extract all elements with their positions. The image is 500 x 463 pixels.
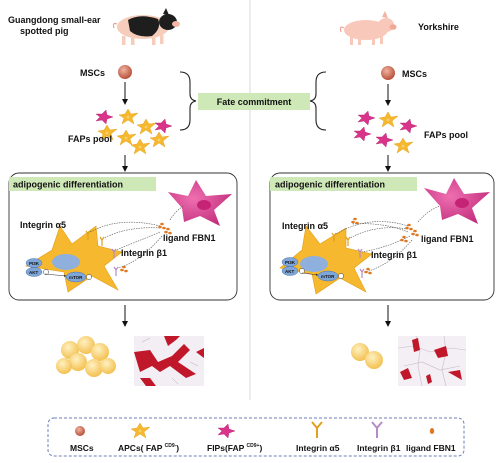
left-process-banner — [9, 177, 156, 191]
legend-apc-label: APCs( FAP CD9-) — [118, 443, 179, 453]
right-histology-image — [397, 335, 467, 387]
right-pi3k-label: PI3K — [285, 260, 296, 265]
right-faps-pool — [353, 110, 418, 154]
right-ligand-label: ligand FBN1 — [421, 234, 474, 244]
right-integrin-b1-label: Integrin β1 — [371, 250, 417, 260]
right-pool-label: FAPs pool — [424, 130, 468, 140]
left-akt-label: AKT — [29, 270, 38, 275]
legend-box: MSCs APCs( FAP CD9-) FIPs(FAP CD9+) Inte… — [47, 417, 465, 457]
left-ligand-label: ligand FBN1 — [163, 233, 216, 243]
fate-commitment-banner — [198, 93, 310, 110]
legend-integrin-b1-label: Integrin β1 — [357, 443, 401, 453]
left-nucleus — [52, 254, 80, 270]
right-mtor-label: mTOR — [321, 274, 335, 279]
fate-commitment-label: Fate commitment — [217, 97, 292, 107]
right-nucleus — [300, 256, 328, 272]
left-animal-name-line1: Guangdong small-ear — [8, 15, 101, 25]
legend-ligand-icon — [429, 428, 435, 434]
spotted-pig-illustration — [112, 8, 180, 45]
right-process-title: adipogenic differentiation — [275, 180, 385, 190]
left-pi3k-label: PI3K — [29, 261, 40, 266]
legend-integrin-a5-label: Integrin α5 — [296, 443, 340, 453]
left-integrin-b1-label: Integrin β1 — [121, 248, 167, 258]
right-animal-name: Yorkshire — [418, 22, 459, 32]
left-msc-label: MSCs — [80, 68, 105, 78]
left-integrin-a5-label: Integrin α5 — [20, 220, 66, 230]
left-mtor-label: mTOR — [69, 275, 83, 280]
right-panel: Yorkshire MSCs FAPs pool adipogenic diff… — [269, 11, 495, 387]
legend-ligand-label: ligand FBN1 — [406, 443, 456, 453]
left-histology-image — [134, 336, 204, 386]
left-panel: Guangdong small-ear spotted pig MSCs FAP… — [8, 8, 238, 386]
legend-border — [47, 417, 465, 457]
left-adipocyte-cluster — [56, 336, 116, 377]
left-process-title: adipogenic differentiation — [13, 180, 123, 190]
right-akt-label: AKT — [285, 269, 294, 274]
legend-integrin-b1-icon — [371, 421, 383, 438]
legend-fip-label: FIPs(FAP CD9+) — [207, 443, 262, 453]
right-msc-cell — [381, 66, 395, 80]
right-adipocyte-cluster — [351, 343, 383, 369]
fate-commitment-group: Fate commitment — [179, 71, 327, 131]
legend-msc-icon — [75, 426, 85, 436]
legend-msc-label: MSCs — [70, 443, 94, 453]
right-brace — [309, 71, 327, 131]
right-integrin-a5-label: Integrin α5 — [282, 221, 328, 231]
left-pool-label: FAPs pool — [68, 134, 112, 144]
legend-integrin-a5-icon — [311, 421, 323, 438]
left-animal-name-line2: spotted pig — [20, 26, 69, 36]
left-faps-pool — [95, 108, 173, 155]
right-msc-label: MSCs — [402, 69, 427, 79]
left-brace — [179, 71, 197, 131]
right-process-banner — [270, 177, 417, 191]
yorkshire-pig-illustration — [339, 11, 397, 45]
left-msc-cell — [118, 65, 132, 79]
